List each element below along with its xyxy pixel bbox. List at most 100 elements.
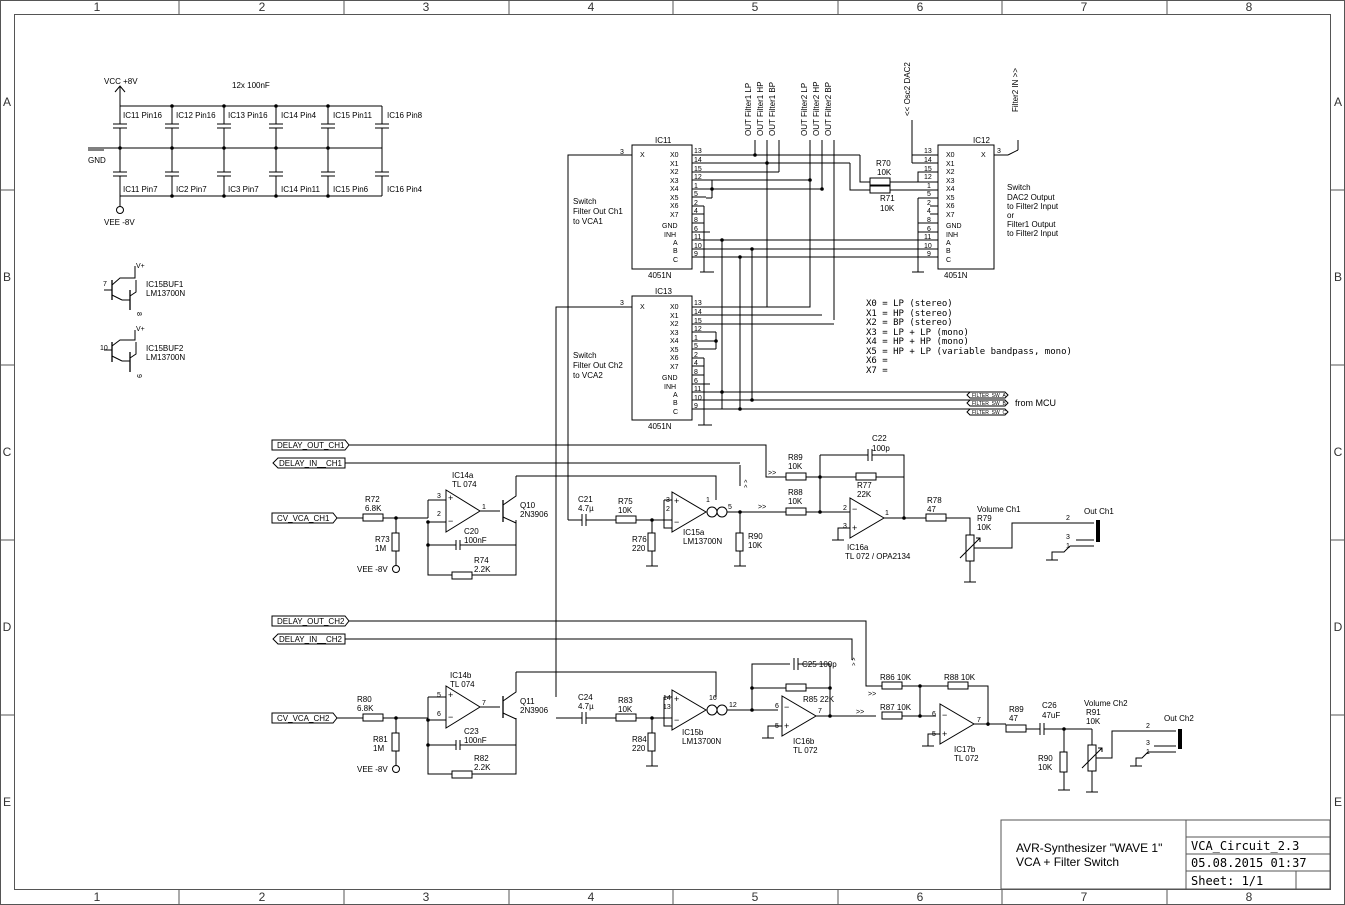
pin-num: 5: [694, 191, 698, 198]
ic-part: 4051N: [944, 271, 968, 280]
cap-label: IC12 Pin16: [176, 111, 216, 120]
mux-table-row: X7 =: [866, 366, 888, 376]
pin-num: 7: [818, 708, 822, 715]
r82-name: R82: [474, 754, 489, 763]
pin-num: 11: [924, 234, 931, 241]
pin-label: A: [673, 392, 678, 399]
pin-num: 2: [927, 200, 931, 207]
r76-value: 220: [632, 544, 646, 553]
pin-num: 12: [924, 174, 932, 181]
r74-value: 2.2K: [474, 565, 491, 574]
port-delay-in-ch1: DELAY_IN__CH1: [279, 459, 343, 468]
port-cv-vca-ch2: CV_VCA_CH2: [277, 714, 330, 723]
out-ch1-label: Out Ch1: [1084, 507, 1114, 516]
pin-label: C: [673, 257, 678, 264]
pin-num: 9: [694, 403, 698, 410]
r90-name: R90: [748, 532, 763, 541]
ic-note: DAC2 Output: [1007, 193, 1055, 202]
pin-num: 15: [694, 166, 702, 173]
pin-num: 2: [694, 200, 698, 207]
mux-table-row: X2 = BP (stereo): [866, 318, 953, 328]
pin-num: 4: [694, 208, 698, 215]
r80-name: R80: [357, 695, 372, 704]
pin-num: 6: [927, 226, 931, 233]
ic17b-name: IC17b: [954, 745, 976, 754]
pin-label: X1: [670, 313, 679, 320]
c22-name: C22: [872, 434, 887, 443]
channel-1: R72 6.8K R73 1M VEE -8V IC14a TL 074 + −…: [337, 434, 1114, 583]
pin-label: INH: [664, 384, 676, 391]
ic-note: Filter Out Ch2: [573, 361, 623, 370]
frame-row-labels: A B C D E A B C D E: [3, 95, 1343, 809]
pin-label: B: [673, 400, 678, 407]
svg-text:3: 3: [1066, 534, 1070, 541]
pin-label: X7: [670, 364, 679, 371]
ic-note: Switch: [573, 197, 597, 206]
row-label: D: [1334, 620, 1343, 634]
frame-column-labels: 1 2 3 4 5 6 7 8 1 2 3 4 5 6 7 8: [94, 0, 1253, 904]
pin-label: X0: [946, 152, 955, 159]
ic-part: 4051N: [648, 422, 672, 431]
ic-note: Switch: [573, 351, 597, 360]
cap-note: 12x 100nF: [232, 81, 270, 90]
pin-num: 3: [437, 493, 441, 500]
cap-label: IC16 Pin8: [387, 111, 423, 120]
ic16b-part: TL 072: [793, 746, 818, 755]
r86-name: R86 10K: [880, 673, 912, 682]
pin-num: 11: [694, 386, 701, 393]
pin-num: 1: [885, 510, 889, 517]
pin-label: GND: [662, 375, 678, 382]
r88-value: 10K: [788, 497, 803, 506]
row-label: C: [3, 445, 12, 459]
pin-num: 14: [663, 695, 671, 702]
ic16a-name: IC16a: [847, 543, 869, 552]
part-value: LM13700N: [146, 289, 185, 298]
pin-num: 8: [135, 312, 142, 316]
pin-label: X2: [946, 169, 955, 176]
pin-num: 4: [694, 360, 698, 367]
vee-label: VEE -8V: [357, 765, 388, 774]
ic14b-part: TL 074: [450, 680, 475, 689]
vee-label: VEE -8V: [357, 565, 388, 574]
pin-label: GND: [946, 223, 962, 230]
pin-label: C: [673, 409, 678, 416]
pin-label: INH: [946, 232, 958, 239]
q11-part: 2N3906: [520, 706, 549, 715]
row-label: A: [3, 95, 11, 109]
gnd-label: GND: [88, 156, 106, 165]
port-delay-in-ch2: DELAY_IN__CH2: [279, 635, 343, 644]
pin-num: 13: [694, 148, 702, 155]
pin-num: 14: [694, 309, 702, 316]
pin-num: 10: [694, 395, 702, 402]
q10-name: Q10: [520, 501, 536, 510]
ic-note: Filter Out Ch1: [573, 207, 623, 216]
pin-label: X5: [946, 195, 955, 202]
svg-text:−: −: [674, 517, 679, 527]
ic16a-part: TL 072 / OPA2134: [845, 552, 911, 561]
pin-label: A: [673, 240, 678, 247]
col-label: 1: [94, 0, 101, 14]
buffer-ic15buf2: 10 V+ 9 IC15BUF2 LM13700N: [100, 326, 185, 378]
pin-num: 5: [437, 692, 441, 699]
row-label: B: [1334, 270, 1342, 284]
pin-label: X3: [670, 178, 679, 185]
title-block: AVR-Synthesizer "WAVE 1" VCA + Filter Sw…: [1000, 819, 1331, 890]
mux-wiring: R70 10K R71 10K: [555, 120, 1019, 697]
r72-name: R72: [365, 495, 380, 504]
pin-label: X2: [670, 169, 679, 176]
pin-num: 1: [694, 183, 698, 190]
r78-value: 47: [927, 505, 936, 514]
pin-label: X7: [946, 212, 955, 219]
svg-text:2: 2: [1066, 515, 1070, 522]
mux-table-row: X3 = LP + LP (mono): [866, 328, 969, 338]
r77-value: 22K: [857, 490, 872, 499]
ic15a-part: LM13700N: [683, 537, 722, 546]
pin-num: 3: [843, 523, 847, 530]
cap-label: IC13 Pin16: [228, 111, 268, 120]
col-label: 3: [423, 890, 430, 904]
c23-name: C23: [464, 727, 479, 736]
r88-name: R88: [788, 488, 803, 497]
pin-label: X0: [670, 152, 679, 159]
pin-num: 15: [924, 166, 932, 173]
pin-num: 13: [694, 300, 702, 307]
